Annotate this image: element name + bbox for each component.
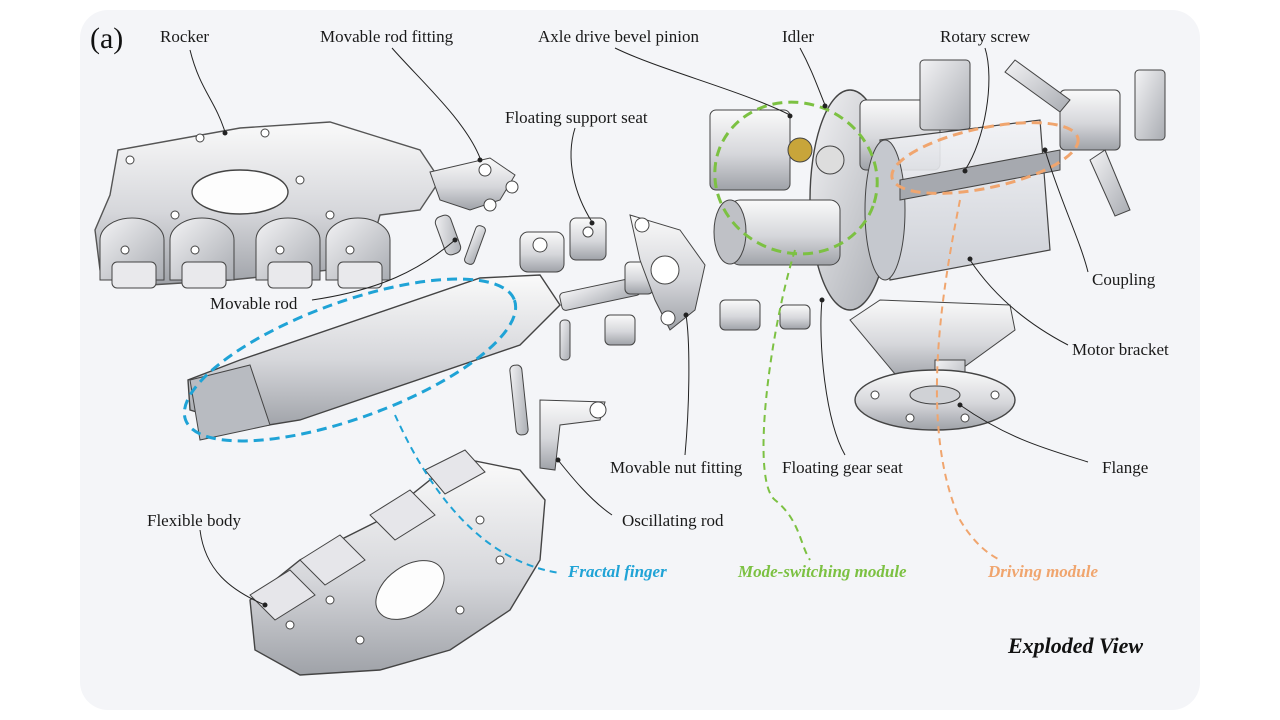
- module-label-fractal-finger: Fractal finger: [568, 562, 667, 581]
- flexible-body-part: [249, 449, 546, 676]
- label-movable-nut-fitting: Movable nut fitting: [610, 458, 743, 477]
- mode-switching-leader: [762, 249, 811, 561]
- module-label-driving: Driving module: [988, 562, 1099, 581]
- module-label-mode-switching: Mode-switching module: [738, 562, 907, 581]
- label-movable-rod-fitting: Movable rod fitting: [320, 27, 454, 46]
- panel-label: (a): [90, 22, 124, 55]
- label-oscillating-rod: Oscillating rod: [622, 511, 724, 530]
- label-floating-support-seat: Floating support seat: [505, 108, 648, 127]
- leader-lines: [189, 47, 1089, 608]
- movable-rod-fitting-part: [429, 157, 519, 265]
- label-rotary-screw: Rotary screw: [940, 27, 1031, 46]
- label-axle-drive-bevel-pinion: Axle drive bevel pinion: [538, 27, 699, 46]
- fractal-finger-leader: [394, 414, 561, 574]
- label-rocker: Rocker: [160, 27, 210, 46]
- flange-part: [849, 299, 1016, 431]
- label-floating-gear-seat: Floating gear seat: [782, 458, 903, 477]
- floating-support-seat-part: [519, 217, 607, 273]
- rocker-part: [94, 121, 441, 289]
- driving-module-leader: [935, 199, 1001, 561]
- fractal-finger-outline: [182, 277, 518, 443]
- view-title: Exploded View: [1008, 633, 1144, 658]
- label-flexible-body: Flexible body: [147, 511, 241, 530]
- driving-module-part: [859, 59, 1166, 281]
- label-motor-bracket: Motor bracket: [1072, 340, 1169, 359]
- oscillating-rod-part: [509, 364, 607, 471]
- label-flange: Flange: [1102, 458, 1149, 477]
- finger-arm-part: [187, 261, 654, 441]
- movable-nut-fitting-part: [604, 214, 706, 346]
- driving-module-outline: [890, 121, 1080, 195]
- label-coupling: Coupling: [1092, 270, 1156, 289]
- label-idler: Idler: [782, 27, 815, 46]
- label-movable-rod: Movable rod: [210, 294, 298, 313]
- mode-switching-outline: [713, 100, 879, 256]
